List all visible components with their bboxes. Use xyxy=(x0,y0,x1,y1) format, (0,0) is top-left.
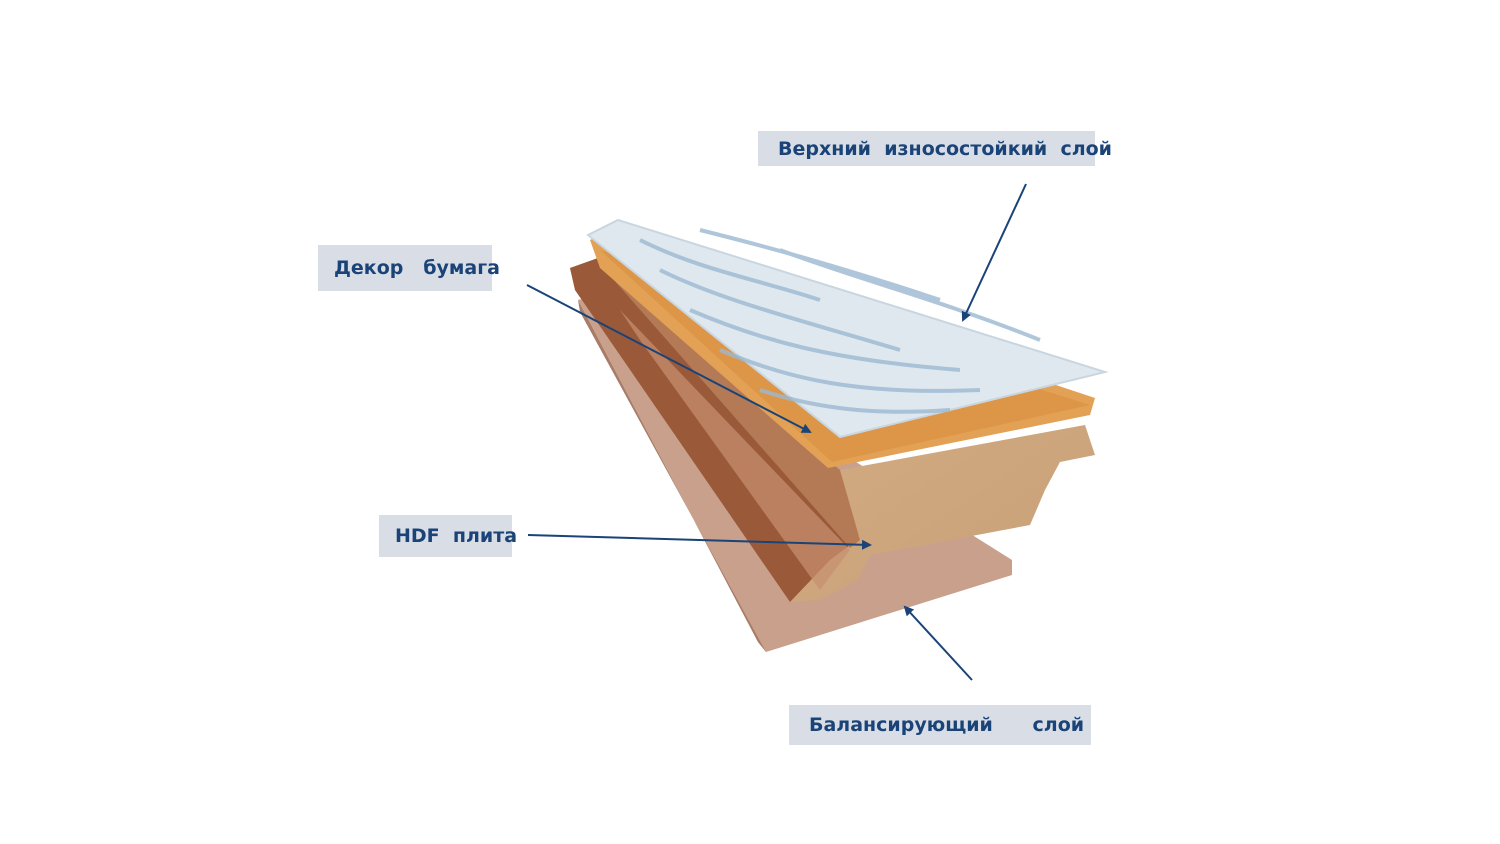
wear-layer-arrow xyxy=(961,183,1027,322)
decor-paper-label: Декор бумага xyxy=(318,245,500,291)
balancing-layer-label: Балансирующий слой xyxy=(789,705,1091,745)
balancing-layer-arrow xyxy=(903,605,973,681)
hdf-board-arrow xyxy=(527,534,872,550)
wear-layer-label: Верхний износостойкий слой xyxy=(758,131,1112,166)
decor-paper-arrow xyxy=(526,284,812,433)
wear-layer-shape xyxy=(586,218,1109,439)
hdf-board-label: HDF плита xyxy=(379,515,517,557)
